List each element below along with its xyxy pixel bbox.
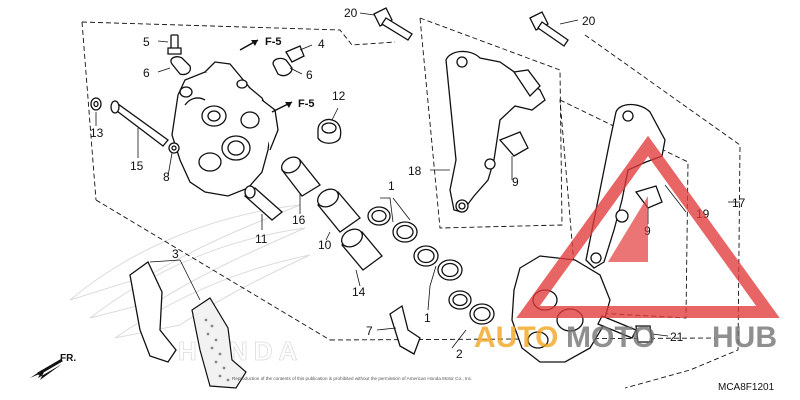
callout-13: 13 [90, 126, 104, 140]
callout-4: 4 [318, 37, 325, 51]
svg-text:F-5: F-5 [298, 98, 315, 110]
front-direction-arrow: FR. [30, 353, 76, 380]
automotohub-watermark: AUTO MOTO HUB [474, 135, 780, 354]
piston-14 [341, 228, 383, 271]
callout-10: 10 [318, 238, 332, 252]
callout-16: 16 [292, 213, 306, 227]
callout-14: 14 [352, 285, 366, 299]
honda-brand-outline: HONDA [178, 336, 303, 366]
mount-bolt-20-right [529, 11, 569, 47]
brake-pad-set [129, 261, 247, 389]
piston-10 [317, 188, 361, 233]
callout-15: 15 [130, 159, 144, 173]
leader-lines [95, 12, 740, 349]
seal-set-upper [367, 206, 418, 243]
seal-set-lower [413, 245, 463, 281]
callout-6-left: 6 [143, 66, 150, 80]
watermark-word-moto: MOTO [566, 321, 655, 354]
watermark-word-auto: AUTO [474, 321, 558, 354]
bleeder-cap [170, 56, 192, 76]
pad-retainer-9b [634, 185, 663, 209]
piston-16 [281, 156, 321, 197]
callout-6-right: 6 [306, 68, 313, 82]
mount-bolt-20-left [373, 7, 413, 41]
watermark-word-hub: HUB [712, 321, 777, 354]
callout-12: 12 [332, 89, 346, 103]
callout-11: 11 [255, 232, 268, 246]
callout-2: 2 [456, 347, 463, 361]
copyright-note: Reproduction of the contents of this pub… [232, 376, 472, 381]
reference-f5-top: F-5 [239, 36, 282, 51]
callout-1-upper: 1 [388, 179, 395, 193]
pad-retainer-9a [498, 131, 529, 157]
seal-set-2 [448, 290, 495, 325]
caliper-body [171, 61, 279, 197]
washer-13 [90, 97, 102, 111]
front-label: FR. [60, 353, 76, 364]
callout-20-right: 20 [582, 14, 596, 28]
pad-spring-7 [389, 304, 421, 355]
caliper-bracket-18 [445, 50, 546, 213]
callout-9-left: 9 [512, 175, 519, 189]
caliper-pin-bolt [110, 100, 169, 147]
callout-21: 21 [670, 330, 684, 344]
svg-text:F-5: F-5 [265, 36, 282, 48]
callout-3: 3 [172, 247, 179, 261]
callout-17: 17 [732, 196, 746, 210]
pin-11 [243, 185, 284, 221]
bleeder-screw [167, 34, 182, 55]
mount-bolt-21 [597, 315, 653, 343]
callout-20-left: 20 [344, 6, 358, 20]
callout-18: 18 [408, 164, 422, 178]
reference-f5-side: F-5 [271, 98, 315, 113]
callout-5: 5 [143, 35, 150, 49]
bleeder-screw-right [272, 45, 305, 77]
callout-7: 7 [366, 324, 373, 338]
callout-8: 8 [163, 170, 170, 184]
rubber-boot-12 [317, 118, 342, 144]
o-ring-8 [168, 142, 180, 154]
watermark-triangle-icon [516, 135, 780, 318]
honda-wing-watermark: HONDA [69, 204, 311, 366]
diagram-code: MCA8F1201 [718, 382, 775, 393]
callout-1-lower: 1 [424, 311, 431, 325]
